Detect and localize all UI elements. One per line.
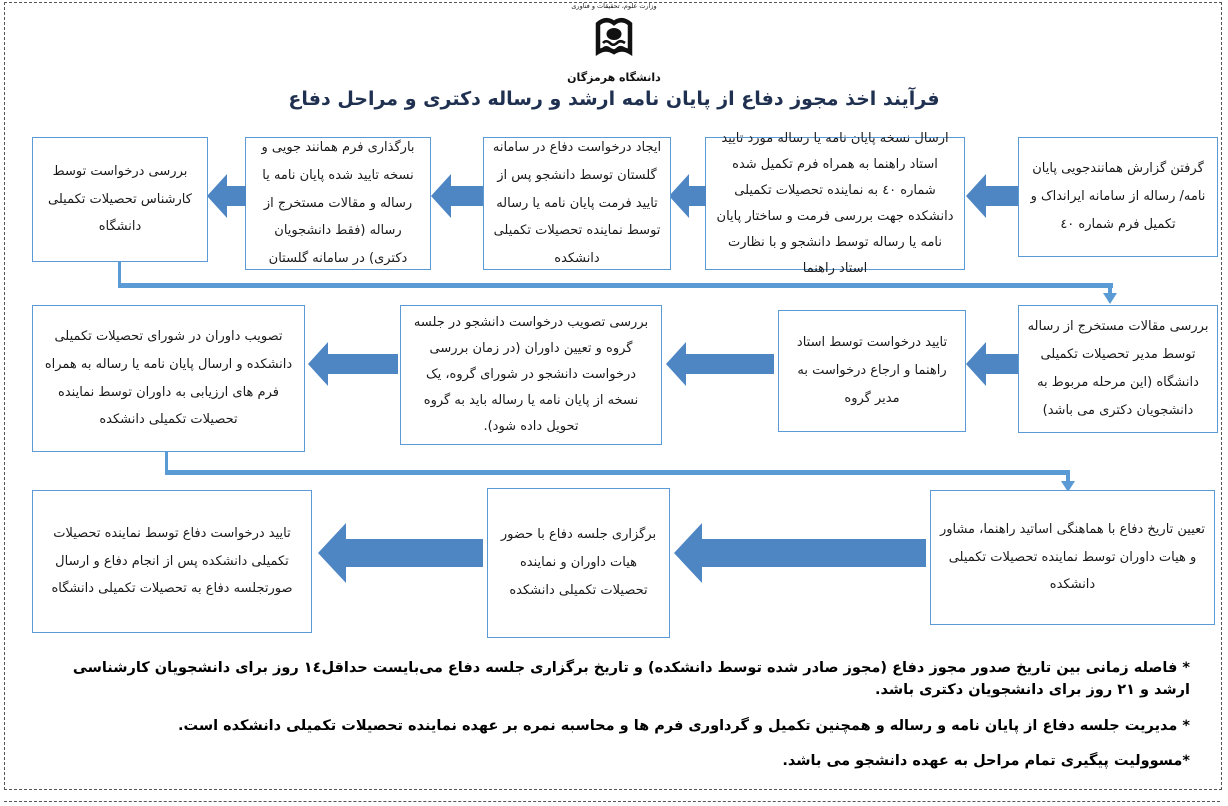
down-arrowhead-icon	[1061, 481, 1075, 492]
page-break-line	[4, 801, 1220, 802]
footnote: *مسوولیت پیگیری تمام مراحل به عهده دانشج…	[782, 753, 1190, 770]
connector-line	[1066, 475, 1070, 482]
flow-step-box: برگزاری جلسه دفاع با حضور هیات داوران و …	[487, 488, 670, 638]
university-name-label: دانشگاه هرمزگان	[567, 70, 661, 84]
page-border	[4, 2, 1222, 790]
flow-step-box: بررسی مقالات مستخرج از رساله توسط مدیر ت…	[1018, 305, 1218, 433]
connector-line	[165, 470, 1070, 475]
page-title: فرآیند اخذ مجوز دفاع از پایان نامه ارشد …	[288, 88, 940, 110]
connector-line	[165, 452, 168, 472]
down-arrowhead-icon	[1103, 293, 1117, 304]
connector-line	[118, 262, 121, 286]
footnote: * مدیریت جلسه دفاع از پایان نامه و رساله…	[177, 717, 1190, 734]
flow-step-box: بارگذاری فرم همانند جویی و نسخه تایید شد…	[245, 137, 431, 270]
flow-step-box: بررسی تصویب درخواست دانشجو در جلسه گروه …	[400, 305, 662, 445]
footnotes: * فاصله زمانی بین تاریخ صدور مجوز دفاع (…	[38, 658, 1190, 787]
footnote: * فاصله زمانی بین تاریخ صدور مجوز دفاع (…	[72, 660, 1190, 698]
connector-line	[118, 283, 1113, 288]
flow-step-box: ایجاد درخواست دفاع در سامانه گلستان توسط…	[483, 137, 671, 270]
ministry-name-label: وزارت علوم، تحقیقات و فناوری	[571, 2, 657, 10]
flow-step-box: بررسی درخواست توسط کارشناس تحصیلات تکمیل…	[32, 137, 208, 262]
flow-step-box: تایید درخواست دفاع توسط نماینده تحصیلات …	[32, 490, 312, 633]
flow-step-box: تصویب داوران در شورای تحصیلات تکمیلی دان…	[32, 305, 305, 452]
flow-step-box: تایید درخواست توسط استاد راهنما و ارجاع …	[778, 310, 966, 432]
university-logo: وزارت علوم، تحقیقات و فناوری دانشگاه هرم…	[504, 3, 724, 84]
flow-step-box: گرفتن گزارش همانندجویی پایان نامه/ رساله…	[1018, 137, 1218, 257]
flow-step-box: تعیین تاریخ دفاع با هماهنگی اساتید راهنم…	[930, 490, 1215, 625]
university-emblem-icon	[595, 17, 633, 56]
connector-line	[1108, 288, 1112, 294]
flow-step-box: ارسال نسخه پایان نامه یا رساله مورد تایی…	[705, 131, 965, 276]
